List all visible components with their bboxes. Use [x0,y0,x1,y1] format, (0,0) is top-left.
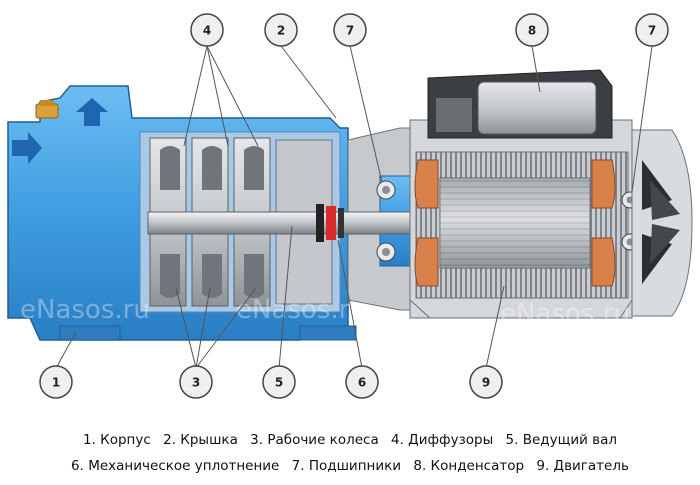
pump-cutaway-illustration: eNasos.ru eNasos.ru eNasos.ru 4 2 7 8 7 [7,13,693,399]
inlet-arrow [12,132,42,164]
callout-number: 2 [277,24,285,38]
capacitor-box [427,69,613,139]
callout-9: 9 [469,365,503,399]
legend-item-impellers: 3. Рабочие колеса [250,432,379,448]
rotor [439,177,591,269]
bearing-front [376,180,396,262]
legend-row-1: 1. Корпус 2. Крышка 3. Рабочие колеса 4.… [0,432,700,448]
legend-row-2: 6. Механическое уплотнение 7. Подшипники… [0,458,700,474]
callout-3: 3 [179,365,213,399]
leader-lines [55,45,653,369]
outlet-arrow [76,98,108,126]
callout-5: 5 [262,365,296,399]
cooling-fan [631,129,693,317]
callout-1: 1 [39,365,73,399]
callout-number: 1 [52,376,60,390]
legend-item-diffusers: 4. Диффузоры [391,432,494,448]
callout-7-front: 7 [333,13,367,47]
legend-item-cover: 2. Крышка [163,432,238,448]
watermark-text: eNasos.ru [236,295,366,325]
mechanical-seal [316,204,344,242]
callout-number: 6 [358,376,366,390]
callout-2: 2 [264,13,298,47]
callout-number: 4 [203,24,211,38]
callout-number: 7 [648,24,656,38]
legend-item-housing: 1. Корпус [82,432,151,448]
watermark-text: eNasos.ru [500,299,630,329]
legend-item-capacitor: 8. Конденсатор [413,458,525,474]
callout-8: 8 [515,13,549,47]
watermark-text: eNasos.ru [20,295,150,325]
callout-number: 7 [346,24,354,38]
callout-number: 5 [275,376,283,390]
legend-item-motor: 9. Двигатель [536,458,629,474]
callout-4: 4 [190,13,224,47]
callout-7-rear: 7 [635,13,669,47]
legend-item-bearings: 7. Подшипники [291,458,402,474]
callout-6: 6 [345,365,379,399]
callout-number: 3 [192,376,200,390]
legend-item-mechanical-seal: 6. Механическое уплотнение [71,458,280,474]
callout-number: 8 [528,24,536,38]
filler-plug-icon [35,100,59,119]
callout-number: 9 [482,376,490,390]
legend-item-shaft: 5. Ведущий вал [505,432,618,448]
stator-windings [414,159,616,287]
